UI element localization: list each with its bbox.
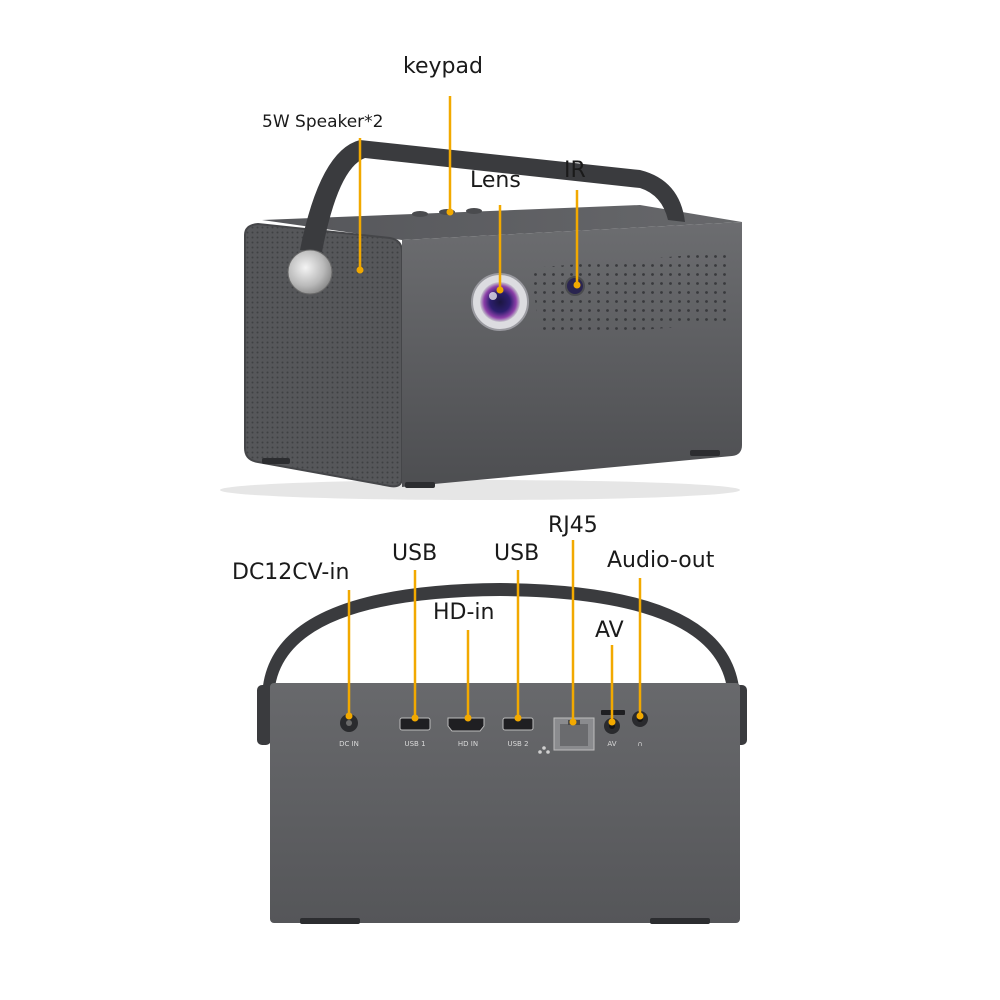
label-usb2: USB	[494, 541, 540, 566]
svg-text:∩: ∩	[637, 740, 642, 748]
label-lens: Lens	[470, 168, 521, 193]
vent-grille	[530, 252, 730, 333]
label-ir: IR	[564, 158, 586, 183]
label-audio-out: Audio-out	[607, 548, 715, 573]
handle-knob	[287, 249, 333, 295]
label-rj45: RJ45	[548, 513, 598, 538]
label-usb1: USB	[392, 541, 438, 566]
carry-handle	[300, 140, 685, 252]
label-av: AV	[595, 618, 624, 643]
callout-lines	[347, 96, 642, 722]
svg-text:HD IN: HD IN	[458, 740, 478, 748]
label-dc-in: DC12CV-in	[232, 560, 350, 585]
label-keypad: keypad	[403, 54, 483, 79]
lens	[471, 273, 529, 331]
label-speaker: 5W Speaker*2	[262, 112, 384, 132]
svg-text:USB 1: USB 1	[404, 740, 425, 748]
projector-back-view: DC IN USB 1 HD IN USB 2 AV	[257, 583, 747, 924]
projector-front-view	[220, 140, 742, 500]
callout-dots	[345, 208, 644, 726]
back-handle	[262, 583, 740, 700]
dc-in-port: DC IN	[339, 714, 359, 748]
svg-text:USB 2: USB 2	[507, 740, 528, 748]
hd-in-port: HD IN	[447, 717, 485, 748]
svg-text:AV: AV	[607, 740, 616, 748]
svg-text:DC IN: DC IN	[339, 740, 359, 748]
label-hd-in: HD-in	[433, 600, 495, 625]
